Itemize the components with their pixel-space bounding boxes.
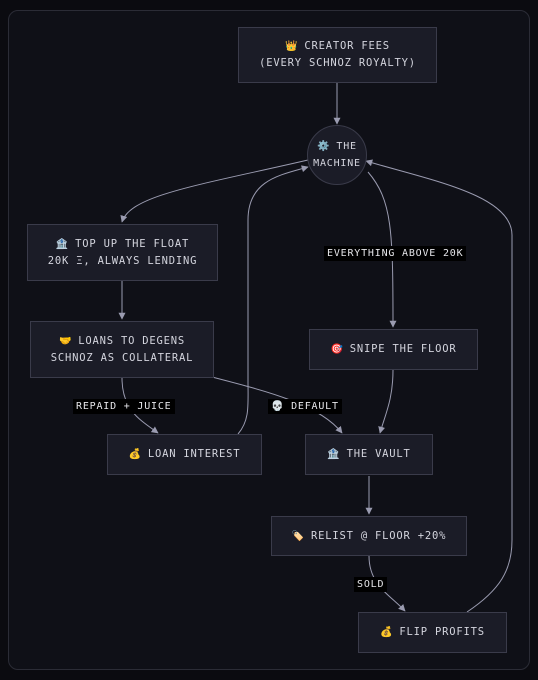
flip-profits-line1: 💰 FLIP PROFITS	[380, 624, 485, 641]
node-creator-fees: 👑 CREATOR FEES (EVERY SCHNOZ ROYALTY)	[238, 27, 437, 83]
edge-label-default: 💀 DEFAULT	[268, 399, 342, 414]
creator-fees-subtitle: (EVERY SCHNOZ ROYALTY)	[259, 57, 416, 69]
edge-flip-to-machine	[365, 159, 513, 613]
machine-title-1: THE	[336, 141, 357, 152]
loan-interest-title: LOAN INTEREST	[147, 448, 241, 460]
edge-interest-to-machine	[237, 165, 309, 435]
machine-title-2: MACHINE	[313, 158, 361, 169]
relist-title: RELIST @ FLOOR +20%	[310, 529, 447, 542]
top-up-line1: 🏦 TOP UP THE FLOAT	[56, 236, 189, 253]
handshake-icon: 🤝	[58, 335, 73, 347]
node-loans-to-degens: 🤝 LOANS TO DEGENS SCHNOZ AS COLLATERAL	[30, 321, 214, 378]
node-flip-profits: 💰 FLIP PROFITS	[358, 612, 507, 653]
node-relist: 🏷️ RELIST @ FLOOR +20%	[271, 516, 467, 556]
machine-line1: ⚙️ THE	[317, 138, 357, 155]
loan-interest-line1: 💰 LOAN INTEREST	[129, 446, 241, 463]
edge-snipe-to-vault	[378, 369, 394, 434]
edge-label-above-20k: EVERYTHING ABOVE 20K	[324, 246, 467, 261]
creator-fees-title: CREATOR FEES	[304, 40, 390, 52]
relist-line1: 🏷️ RELIST @ FLOOR +20%	[292, 528, 447, 545]
loans-line1: 🤝 LOANS TO DEGENS	[59, 333, 185, 350]
creator-fees-line1: 👑 CREATOR FEES	[285, 38, 390, 55]
money-bag-icon: 💰	[380, 627, 394, 638]
edge-machine-to-topup	[120, 159, 309, 223]
snipe-title: SNIPE THE FLOOR	[349, 343, 457, 355]
price-tag-icon: 🏷️	[291, 530, 305, 542]
loans-title: LOANS TO DEGENS	[78, 334, 186, 347]
node-top-up-float: 🏦 TOP UP THE FLOAT 20K Ξ, ALWAYS LENDING	[27, 224, 218, 281]
top-up-subtitle: 20K Ξ, ALWAYS LENDING	[47, 254, 198, 267]
node-the-machine: ⚙️ THE MACHINE	[307, 125, 367, 185]
loans-subtitle: SCHNOZ AS COLLATERAL	[50, 351, 194, 364]
edge-label-repaid: REPAID + JUICE	[73, 399, 175, 414]
bank-icon: 🏦	[327, 449, 341, 460]
vault-line1: 🏦 THE VAULT	[327, 446, 410, 463]
crown-icon: 👑	[285, 41, 299, 52]
node-snipe-the-floor: 🎯 SNIPE THE FLOOR	[309, 329, 478, 370]
money-bag-icon: 💰	[128, 449, 142, 460]
snipe-line1: 🎯 SNIPE THE FLOOR	[330, 341, 456, 358]
vault-title: THE VAULT	[346, 448, 411, 460]
node-loan-interest: 💰 LOAN INTEREST	[107, 434, 262, 475]
top-up-title: TOP UP THE FLOAT	[75, 237, 190, 250]
target-icon: 🎯	[330, 344, 344, 355]
edge-label-sold: SOLD	[354, 577, 388, 592]
gear-icon: ⚙️	[317, 141, 331, 152]
flip-profits-title: FLIP PROFITS	[399, 626, 485, 638]
edge-machine-to-snipe	[367, 171, 397, 328]
node-the-vault: 🏦 THE VAULT	[305, 434, 433, 475]
bank-icon: 🏦	[55, 238, 70, 250]
